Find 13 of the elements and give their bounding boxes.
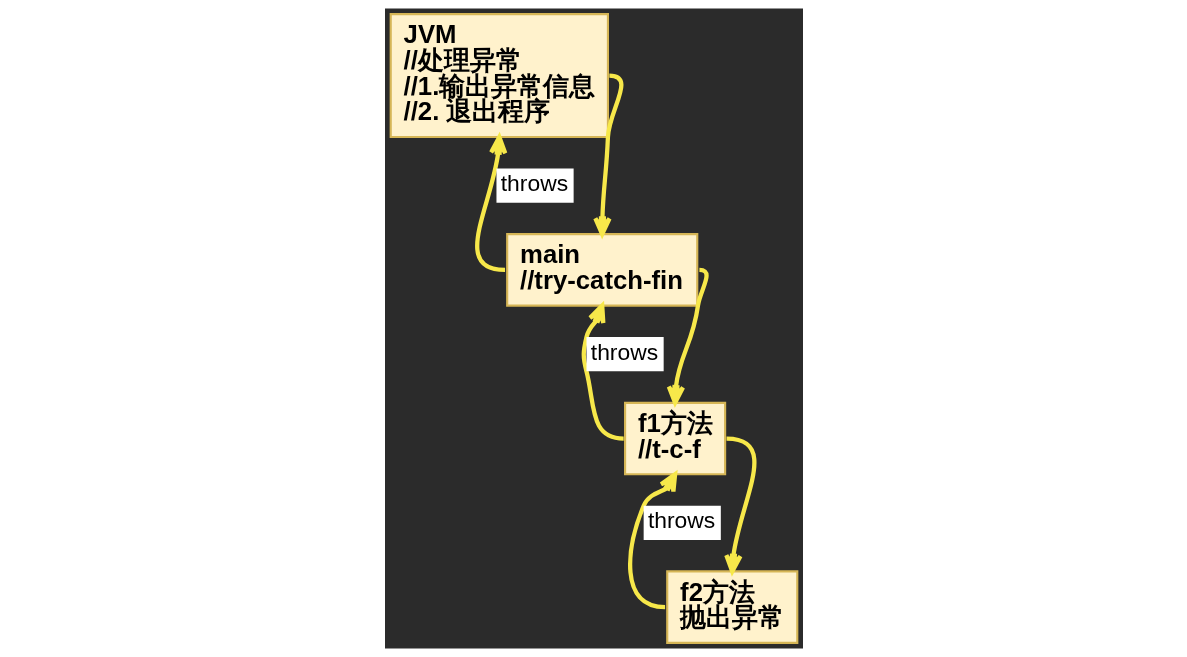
arrow — [474, 134, 507, 273]
node-box: main //try-catch-fin — [505, 233, 698, 307]
node-box: f1方法 //t-c-f — [623, 401, 726, 476]
arrow — [592, 73, 623, 237]
arrow — [723, 436, 756, 574]
edge-label: throws — [500, 170, 568, 197]
arrow — [666, 267, 709, 405]
edge-label: throws — [647, 507, 715, 534]
edge-label: throws — [590, 338, 658, 365]
arrow — [627, 472, 677, 610]
node-box: JVM //处理异常 //1.输出异常信息 //2. 退出程序 — [389, 13, 609, 139]
node-box: f2方法 抛出异常 — [665, 570, 798, 644]
arrow — [581, 303, 624, 441]
